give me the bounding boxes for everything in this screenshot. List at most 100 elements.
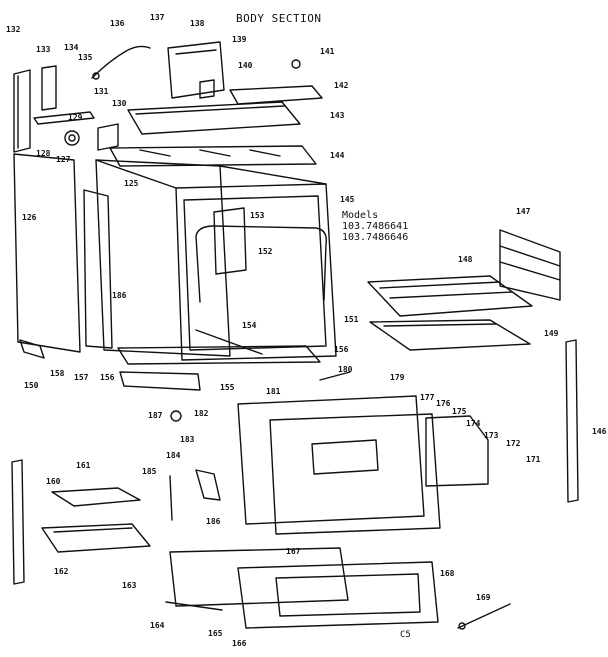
part-label: 126 <box>22 213 37 222</box>
part-label: 165 <box>208 629 223 638</box>
burner-box-144 <box>109 145 317 167</box>
part-label: 173 <box>484 431 499 440</box>
part-label: 160 <box>46 477 61 486</box>
part-label: 156 <box>100 373 115 382</box>
drawer-front-168 <box>237 561 439 629</box>
trim-131 <box>33 111 95 125</box>
broiler-pan-149 <box>369 319 531 351</box>
part-label: 156 <box>334 345 349 354</box>
cooktop-143 <box>127 101 301 135</box>
part-label: 136 <box>110 19 125 28</box>
part-label: 185 <box>142 467 157 476</box>
part-label: 141 <box>320 47 335 56</box>
part-label: 168 <box>440 569 455 578</box>
part-label: 153 <box>250 211 265 220</box>
part-label: 164 <box>150 621 165 630</box>
part-label: 130 <box>112 99 127 108</box>
pan-162 <box>41 523 151 553</box>
side-panel-126 <box>13 153 81 353</box>
oven-door-181 <box>237 395 441 535</box>
part-label: 134 <box>64 43 79 52</box>
side-trim-146 <box>565 339 579 503</box>
part-label: 157 <box>74 373 89 382</box>
part-label: 172 <box>506 439 521 448</box>
models-heading: Models <box>342 210 379 221</box>
part-label: 179 <box>390 373 405 382</box>
part-label: 181 <box>266 387 281 396</box>
part-label: 155 <box>220 383 235 392</box>
backguard-139 <box>167 41 225 99</box>
glide-164 <box>165 601 223 611</box>
part-label: 184 <box>166 451 181 460</box>
strip-158 <box>19 339 45 359</box>
part-label: 146 <box>592 427 607 436</box>
vent-142 <box>229 85 323 105</box>
part-label: 187 <box>148 411 163 420</box>
part-label: 171 <box>526 455 541 464</box>
rack-147 <box>499 229 561 301</box>
part-label: 137 <box>150 13 165 22</box>
part-label: 129 <box>68 113 83 122</box>
clip-141 <box>291 59 301 69</box>
part-label: 167 <box>286 547 301 556</box>
cabinet-body <box>95 159 337 361</box>
part-label: 154 <box>242 321 257 330</box>
part-label: 142 <box>334 81 349 90</box>
heat-shield-153 <box>213 207 247 275</box>
part-label: 125 <box>124 179 139 188</box>
part-label: 145 <box>340 195 355 204</box>
drawer-body-167 <box>169 547 349 607</box>
part-label: 183 <box>180 435 195 444</box>
diagram-title: BODY SECTION <box>236 12 322 25</box>
part-label: 151 <box>344 315 359 324</box>
part-label: 158 <box>50 369 65 378</box>
rack-148 <box>367 275 533 317</box>
part-label: 163 <box>122 581 137 590</box>
cord-137 <box>91 45 151 80</box>
part-label: 166 <box>232 639 247 648</box>
element-151 <box>195 225 327 303</box>
part-label: 143 <box>330 111 345 120</box>
part-label: 182 <box>194 409 209 418</box>
part-label: 175 <box>452 407 467 416</box>
model-number-2: 103.7486646 <box>342 232 409 243</box>
diagram-code: C5 <box>400 630 411 640</box>
part-label: 139 <box>232 35 247 44</box>
bracket-134 <box>41 65 57 111</box>
part-label: 174 <box>466 419 481 428</box>
model-number-1: 103.7486641 <box>342 221 409 232</box>
rod-185 <box>169 475 173 521</box>
part-label: 177 <box>420 393 435 402</box>
knob-180 <box>319 371 351 381</box>
side-trim-133 <box>13 69 31 153</box>
part-label: 140 <box>238 61 253 70</box>
knob-187 <box>170 410 182 422</box>
hinge-184 <box>195 469 221 501</box>
switch-129 <box>64 130 80 146</box>
part-label: 138 <box>190 19 205 28</box>
model-list: Models 103.7486641 103.7486646 <box>342 210 408 243</box>
rack-161 <box>51 487 141 507</box>
part-label: 186 <box>112 291 127 300</box>
insulation-157 <box>83 189 113 349</box>
part-label: 148 <box>458 255 473 264</box>
bottom-156 <box>117 345 321 365</box>
kickplate-155 <box>119 371 201 391</box>
part-label: 186 <box>206 517 221 526</box>
part-label: 169 <box>476 593 491 602</box>
block-130 <box>97 123 119 151</box>
part-label: 144 <box>330 151 345 160</box>
part-label: 162 <box>54 567 69 576</box>
part-label: 161 <box>76 461 91 470</box>
door-parts-172-177 <box>425 415 489 487</box>
part-label: 150 <box>24 381 39 390</box>
part-label: 131 <box>94 87 109 96</box>
element-154 <box>195 329 263 355</box>
part-label: 180 <box>338 365 353 374</box>
part-label: 149 <box>544 329 559 338</box>
part-label: 127 <box>56 155 71 164</box>
part-label: 132 <box>6 25 21 34</box>
part-label: 133 <box>36 45 51 54</box>
